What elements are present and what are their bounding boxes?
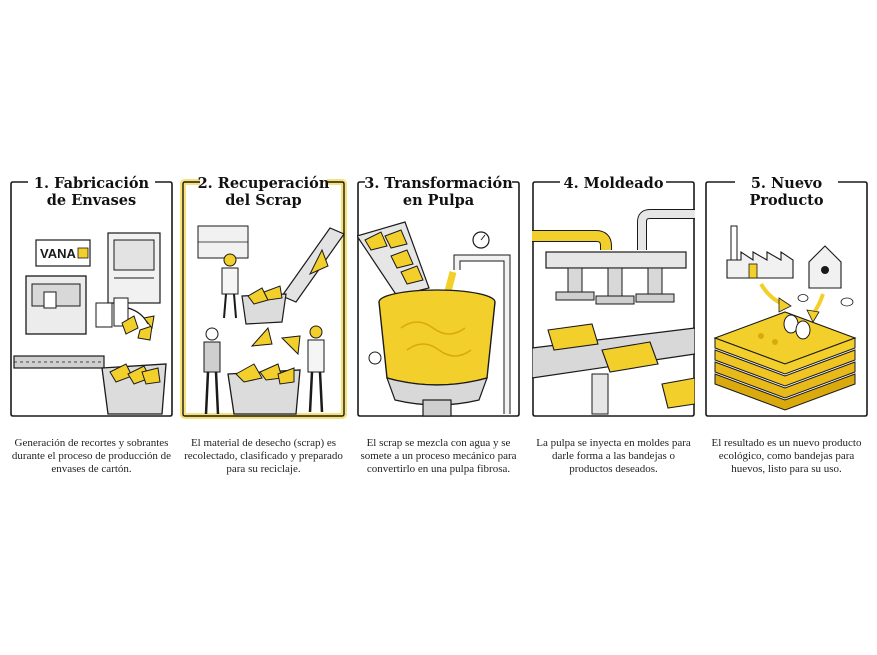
panel-frame [705,181,868,417]
product-scene [713,225,857,411]
pulper-scene [357,221,511,417]
panel-frame [180,179,347,419]
sorting-scene [197,225,345,415]
panel-title: 4. Moldeado [563,175,664,192]
panel-frame [532,181,695,417]
panel-frame [10,181,173,417]
factory-scene: VANA [13,232,167,415]
vana-logo: VANA [40,246,76,261]
panel-caption: Generación de recortes y sobrantes duran… [11,437,172,475]
panel-caption: El resultado es un nuevo producto ecológ… [711,437,862,475]
panel-moldeado: 4. Moldeado La pulpa [532,175,695,475]
panel-caption: El scrap se mezcla con agua y se somete … [360,437,517,475]
panel-caption: El material de desecho (scrap) es recole… [184,437,343,475]
panel-caption: La pulpa se inyecta en moldes para darle… [536,437,691,475]
molding-scene [532,209,695,415]
